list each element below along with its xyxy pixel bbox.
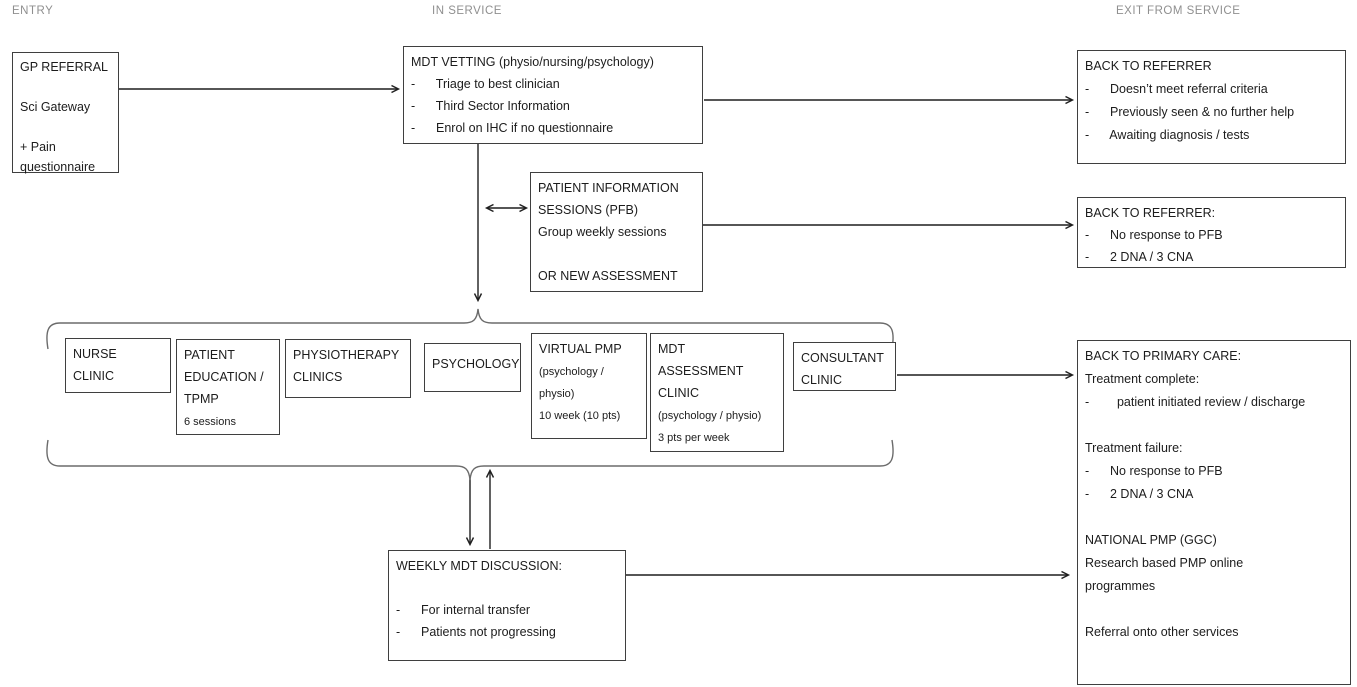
lane-label-exit-from-service: EXIT FROM SERVICE: [1116, 5, 1241, 17]
mdt-assessment-clinic-box: MDT ASSESSMENT CLINIC (psychology / phys…: [650, 333, 784, 452]
physiotherapy-clinics-box: PHYSIOTHERAPY CLINICS: [285, 339, 411, 398]
patient-education-title: PATIENT EDUCATION / TPMP: [184, 348, 264, 406]
patient-information-sessions-box: PATIENT INFORMATION SESSIONS (PFB) Group…: [530, 172, 703, 292]
back-to-referrer-top-box: BACK TO REFERRER - Doesn’t meet referral…: [1077, 50, 1346, 164]
mdt-assessment-sub: (psychology / physio) 3 pts per week: [658, 410, 762, 444]
mdt-assessment-title: MDT ASSESSMENT CLINIC: [658, 342, 744, 400]
virtual-pmp-title: VIRTUAL PMP: [539, 342, 622, 356]
gp-referral-box: GP REFERRAL Sci Gateway + Pain questionn…: [12, 52, 119, 174]
virtual-pmp-box: VIRTUAL PMP (psychology / physio) 10 wee…: [531, 333, 647, 439]
patient-education-tpmp-box: PATIENT EDUCATION / TPMP 6 sessions: [176, 339, 280, 435]
virtual-pmp-sub: (psychology / physio) 10 week (10 pts): [539, 366, 621, 422]
consultant-clinic-box: CONSULTANT CLINIC: [793, 342, 896, 391]
psychology-box: PSYCHOLOGY: [424, 343, 521, 392]
back-to-referrer-mid-box: BACK TO REFERRER: - No response to PFB -…: [1077, 197, 1346, 268]
weekly-mdt-discussion-box: WEEKLY MDT DISCUSSION: - For internal tr…: [388, 550, 626, 661]
patient-education-sub: 6 sessions: [184, 416, 236, 428]
back-to-primary-care-box: BACK TO PRIMARY CARE: Treatment complete…: [1077, 340, 1351, 685]
lane-label-entry: ENTRY: [12, 5, 54, 17]
nurse-clinic-box: NURSE CLINIC: [65, 338, 171, 393]
lane-label-in-service: IN SERVICE: [432, 5, 502, 17]
mdt-vetting-box: MDT VETTING (physio/nursing/psychology) …: [403, 46, 703, 144]
